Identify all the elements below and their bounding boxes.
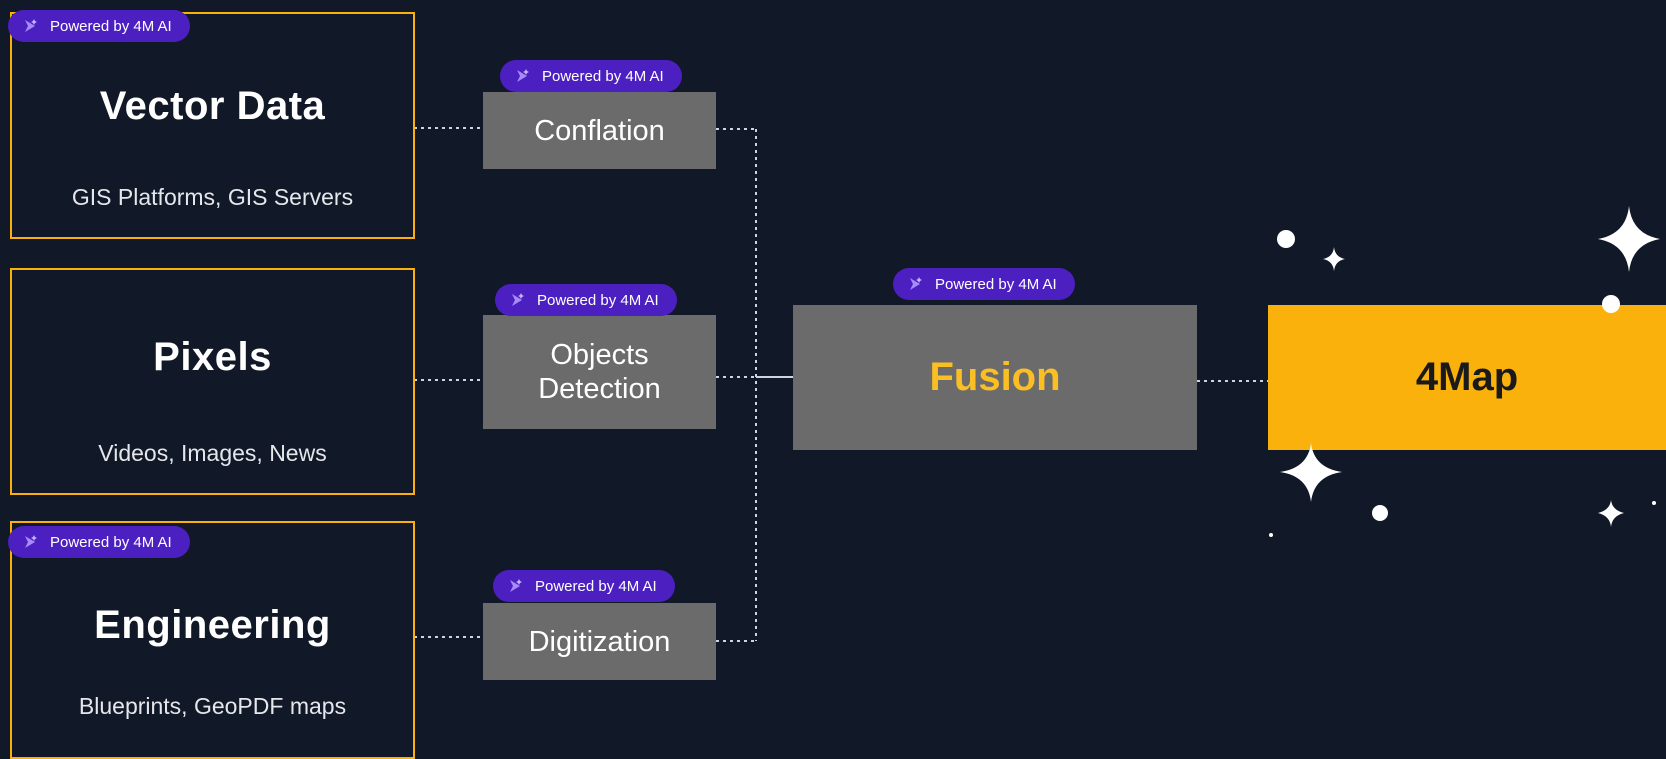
sparkle-arrow-icon: [512, 293, 524, 306]
process-label-line1: Objects: [550, 339, 649, 371]
powered-by-badge: Powered by 4M AI: [500, 60, 682, 92]
process-box-digitization: Digitization: [483, 603, 716, 680]
process-label: Objects Detection: [538, 338, 661, 406]
powered-by-badge: Powered by 4M AI: [8, 526, 190, 558]
sparkle-arrow-icon: [910, 277, 922, 290]
sparkle-arrow-icon: [510, 579, 522, 592]
source-subtitle: GIS Platforms, GIS Servers: [71, 184, 354, 210]
source-subtitle: Blueprints, GeoPDF maps: [78, 693, 347, 719]
badge-label: Powered by 4M AI: [535, 577, 657, 595]
sparkle-arrow-icon: [25, 535, 37, 548]
output-box-4map: 4Map: [1268, 305, 1666, 450]
sparkle-star-icon: [1598, 206, 1660, 272]
source-box-vector-data: Vector Data GIS Platforms, GIS Servers: [10, 12, 415, 239]
output-label: 4Map: [1415, 355, 1519, 399]
source-title: Vector Data: [99, 84, 326, 128]
source-subtitle: Videos, Images, News: [98, 440, 327, 466]
dot-icon: [1372, 505, 1388, 521]
badge-label: Powered by 4M AI: [542, 67, 664, 85]
process-box-objects-detection: Objects Detection: [483, 315, 716, 429]
process-label-line2: Detection: [538, 373, 661, 405]
process-box-conflation: Conflation: [483, 92, 716, 169]
powered-by-badge: Powered by 4M AI: [893, 268, 1075, 300]
source-title: Engineering: [94, 603, 331, 647]
powered-by-badge: Powered by 4M AI: [495, 284, 677, 316]
dot-icon: [1269, 533, 1273, 537]
sparkle-arrow-icon: [517, 69, 529, 82]
powered-by-badge: Powered by 4M AI: [493, 570, 675, 602]
badge-label: Powered by 4M AI: [935, 275, 1057, 293]
process-label: Conflation: [534, 114, 665, 147]
sparkle-star-icon: [1280, 443, 1342, 502]
process-label: Digitization: [528, 625, 671, 658]
dot-icon: [1277, 230, 1295, 248]
fusion-box: Fusion: [793, 305, 1197, 450]
powered-by-badge: Powered by 4M AI: [8, 10, 190, 42]
fusion-label: Fusion: [929, 355, 1061, 399]
source-title: Pixels: [153, 335, 272, 379]
source-box-pixels: Pixels Videos, Images, News: [10, 268, 415, 495]
dot-icon: [1652, 501, 1656, 505]
sparkle-star-icon: [1323, 247, 1345, 271]
sparkle-arrow-icon: [25, 19, 37, 32]
sparkle-star-icon: [1598, 500, 1624, 527]
badge-label: Powered by 4M AI: [537, 291, 659, 309]
source-box-engineering: Engineering Blueprints, GeoPDF maps: [10, 521, 415, 759]
badge-label: Powered by 4M AI: [50, 17, 172, 35]
badge-label: Powered by 4M AI: [50, 533, 172, 551]
